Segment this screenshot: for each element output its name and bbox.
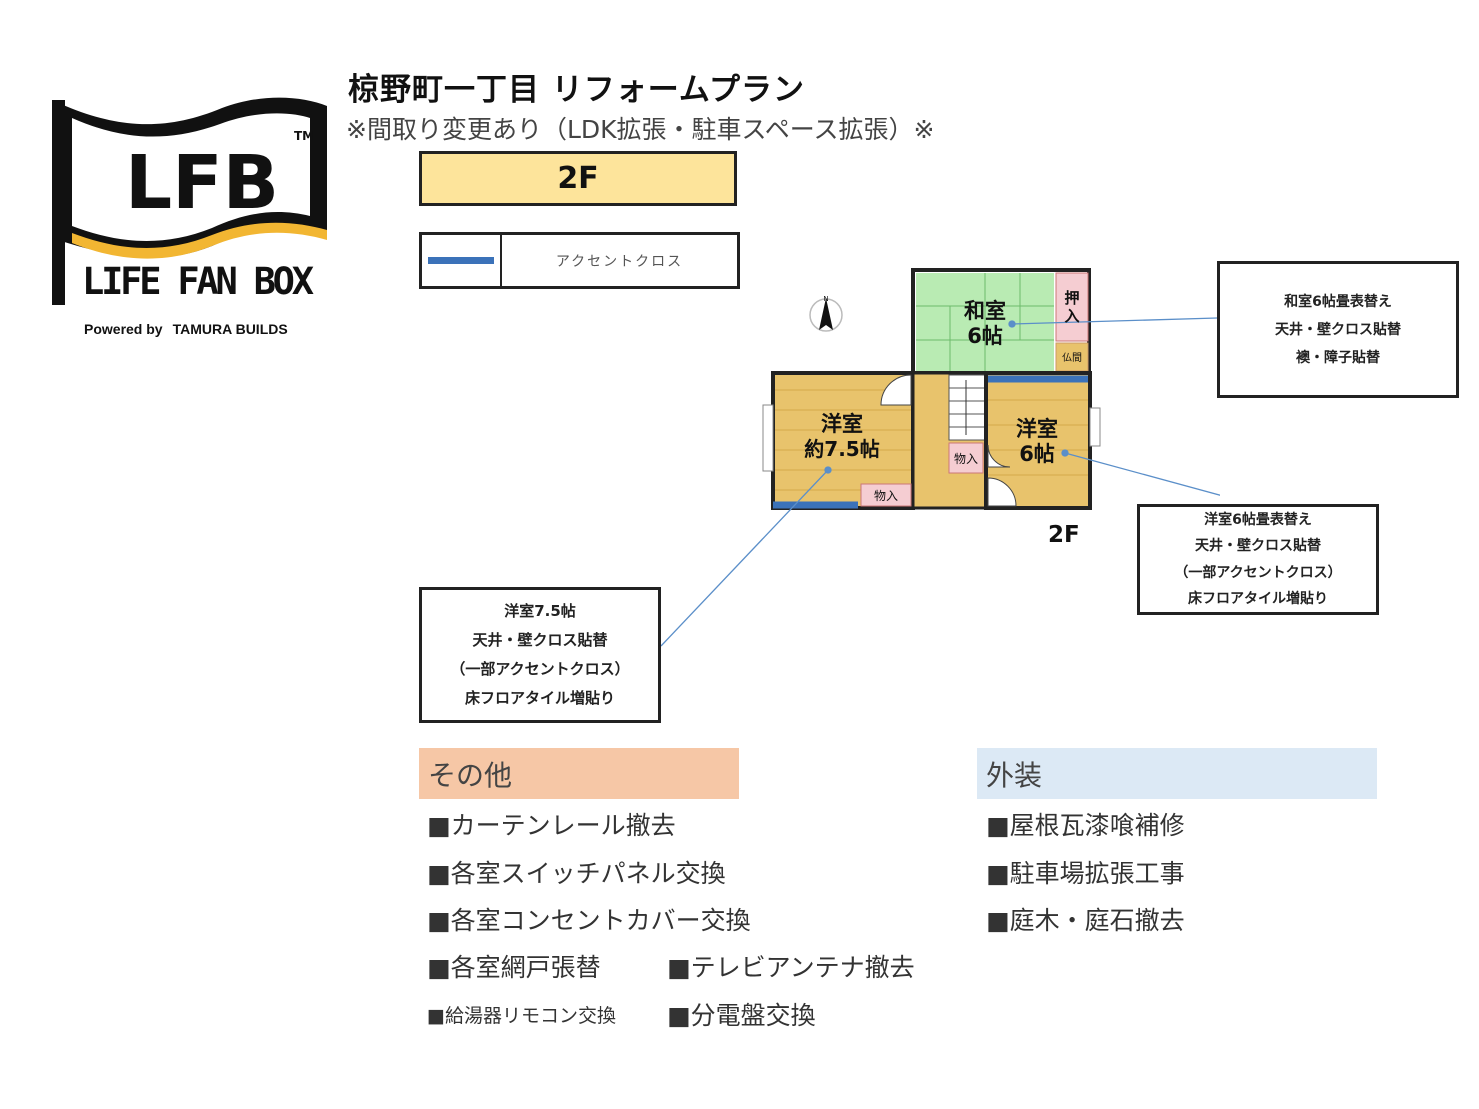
lfb-logo: LFB TM LIFE FAN BOX: [52, 88, 332, 308]
flag-logo-icon: LFB TM LIFE FAN BOX: [52, 97, 327, 305]
leader-yoshitsu75: [660, 469, 829, 647]
room-yoshitsu75-size: 約7.5帖: [804, 437, 879, 461]
note-line: （一部アクセントクロス）: [450, 660, 630, 678]
room-yoshitsu6-size: 6帖: [1019, 442, 1055, 466]
legend-label: アクセントクロス: [555, 253, 684, 270]
logo-tm-text: TM: [294, 129, 314, 143]
room-yoshitsu6-name: 洋室: [1016, 417, 1058, 441]
floorplan-diagram: N: [660, 268, 1220, 647]
note-line: 天井・壁クロス貼替: [472, 631, 608, 649]
other-item: ■各室スイッチパネル交換: [427, 859, 726, 888]
page-subtitle: ※間取り変更あり（LDK拡張・駐車スペース拡張）※: [346, 115, 935, 144]
legend: アクセントクロス: [419, 232, 740, 289]
legend-swatch-cell: [422, 235, 502, 286]
powered-company: TAMURA BUILDS: [172, 321, 288, 337]
compass-icon: N: [809, 295, 843, 332]
note-line: 床フロアタイル増貼り: [464, 689, 615, 707]
other-item: ■各室コンセントカバー交換: [427, 906, 751, 935]
oshiire-area: [1055, 272, 1089, 342]
room-washitsu-size: 6帖: [967, 324, 1003, 348]
other-item: ■カーテンレール撤去: [427, 811, 676, 840]
exterior-item: ■庭木・庭石撤去: [986, 906, 1185, 935]
other-heading: その他: [419, 748, 739, 799]
note-line: 襖・障子貼替: [1296, 349, 1380, 366]
exterior-item: ■屋根瓦漆喰補修: [986, 811, 1185, 840]
note-yoshitsu75: 洋室7.5帖 天井・壁クロス貼替 （一部アクセントクロス） 床フロアタイル増貼り: [419, 587, 661, 723]
storage-hall-label: 物入: [954, 452, 978, 466]
window-right: [1089, 407, 1101, 447]
powered-by-line: Powered by TAMURA BUILDS: [84, 321, 298, 337]
door-swing-icon: [880, 374, 912, 406]
storage-75-area: [860, 483, 912, 507]
room-washitsu-name: 和室: [964, 299, 1006, 323]
oshiire-label-1: 押: [1064, 289, 1079, 307]
butsuma-label: 仏間: [1062, 352, 1082, 364]
leader-washitsu: [1011, 317, 1218, 325]
other-item: ■各室網戸張替: [427, 953, 601, 982]
svg-text:N: N: [823, 295, 828, 303]
other-item: ■給湯器リモコン交換: [427, 1005, 616, 1027]
note-line: 天井・壁クロス貼替: [1275, 321, 1401, 338]
note-line: 床フロアタイル増貼り: [1188, 591, 1328, 607]
logo-mark-text: LFB: [125, 140, 279, 226]
butsuma-area: [1055, 342, 1089, 372]
note-yoshitsu6: 洋室6帖畳表替え 天井・壁クロス貼替 （一部アクセントクロス） 床フロアタイル増…: [1137, 504, 1379, 615]
storage-75-label: 物入: [874, 489, 898, 503]
window-left: [762, 404, 774, 472]
exterior-item: ■駐車場拡張工事: [986, 859, 1185, 888]
note-line: 和室6帖畳表替え: [1284, 293, 1392, 310]
accent-cloth-swatch: [428, 257, 494, 264]
leader-yoshitsu6: [1064, 452, 1220, 496]
room-yoshitsu75-name: 洋室: [821, 412, 863, 436]
oshiire-label-2: 入: [1064, 307, 1079, 325]
storage-hall-area: [948, 442, 984, 474]
floor-badge: 2F: [419, 151, 737, 206]
floorplan-caption: 2F: [1048, 522, 1080, 548]
note-line: 洋室7.5帖: [504, 602, 576, 620]
note-line: 天井・壁クロス貼替: [1195, 538, 1321, 554]
other-item: ■分電盤交換: [667, 1001, 816, 1030]
exterior-heading: 外装: [977, 748, 1377, 799]
note-line: 洋室6帖畳表替え: [1204, 511, 1312, 528]
powered-prefix: Powered by: [84, 321, 163, 337]
logo-name-text: LIFE FAN BOX: [82, 260, 314, 303]
note-line: （一部アクセントクロス）: [1174, 564, 1342, 581]
other-item: ■テレビアンテナ撤去: [667, 953, 915, 982]
page-title: 椋野町一丁目 リフォームプラン: [348, 72, 806, 108]
note-washitsu: 和室6帖畳表替え 天井・壁クロス貼替 襖・障子貼替: [1217, 261, 1459, 398]
